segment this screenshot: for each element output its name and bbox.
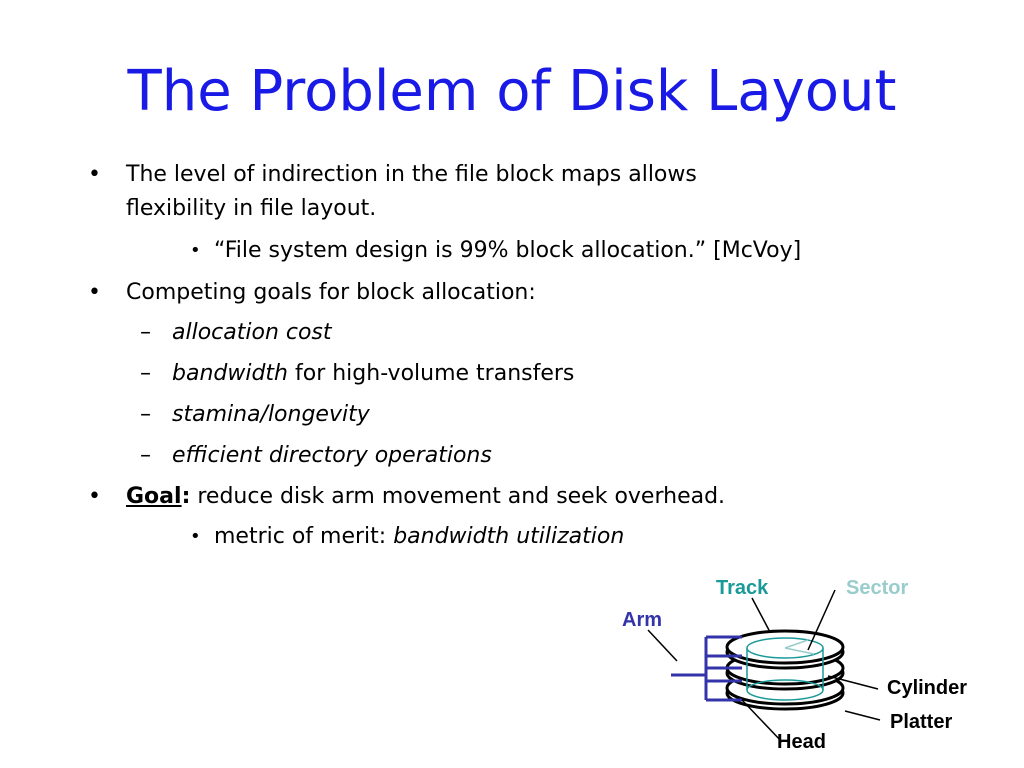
goal-description: reduce disk arm movement and seek overhe… bbox=[190, 484, 726, 509]
metric-line: metric of merit: bandwidth utilization bbox=[214, 522, 624, 552]
bullet-3-text: Goal: reduce disk arm movement and seek … bbox=[126, 482, 725, 512]
goal-item-3-emphasis: stamina/longevity bbox=[172, 402, 370, 427]
goal-item-3: stamina/longevity bbox=[172, 400, 370, 430]
bullet-1-line-2: flexibility in file layout. bbox=[126, 196, 377, 221]
bullet-2-symbol: • bbox=[88, 280, 101, 305]
goal-item-4-emphasis: efficient directory operations bbox=[172, 443, 492, 468]
platter-label: Platter bbox=[890, 711, 952, 733]
bullet-1-line-1: The level of indirection in the file blo… bbox=[126, 162, 697, 187]
goal-item-2-rest: for high-volume transfers bbox=[288, 361, 575, 386]
goal-word: Goal bbox=[126, 484, 182, 509]
goal-item-1-emphasis: allocation cost bbox=[172, 320, 332, 345]
arm-label: Arm bbox=[622, 609, 662, 631]
bullet-1-sub-symbol: • bbox=[190, 240, 201, 261]
cylinder-label: Cylinder bbox=[887, 677, 967, 699]
goal-item-2: bandwidth for high-volume transfers bbox=[172, 359, 574, 389]
bullet-1-quote: “File system design is 99% block allocat… bbox=[214, 238, 802, 263]
arm-assembly bbox=[671, 635, 742, 702]
dash-1: – bbox=[140, 320, 151, 345]
slide-title: The Problem of Disk Layout bbox=[127, 59, 897, 124]
leader-lines bbox=[647, 589, 881, 743]
bullet-1-symbol: • bbox=[88, 162, 101, 187]
goal-colon: : bbox=[181, 484, 191, 509]
track-label: Track bbox=[716, 577, 769, 599]
metric-emphasis: bandwidth utilization bbox=[393, 524, 625, 549]
bullet-2-text: Competing goals for block allocation: bbox=[126, 280, 536, 305]
bullet-3-symbol: • bbox=[88, 484, 101, 509]
disk-diagram: Track Sector Arm Cylinder Platter Head bbox=[622, 577, 967, 753]
bullet-3-sub-symbol: • bbox=[190, 526, 201, 547]
metric-prefix: metric of merit: bbox=[214, 524, 394, 549]
goal-item-4: efficient directory operations bbox=[172, 441, 492, 471]
dash-4: – bbox=[140, 443, 151, 468]
goal-item-1: allocation cost bbox=[172, 318, 332, 348]
sector-wedge bbox=[784, 639, 815, 655]
head-label: Head bbox=[777, 731, 826, 753]
dash-3: – bbox=[140, 402, 151, 427]
dash-2: – bbox=[140, 361, 151, 386]
goal-item-2-emphasis: bandwidth bbox=[172, 361, 288, 386]
sector-label: Sector bbox=[846, 577, 908, 599]
